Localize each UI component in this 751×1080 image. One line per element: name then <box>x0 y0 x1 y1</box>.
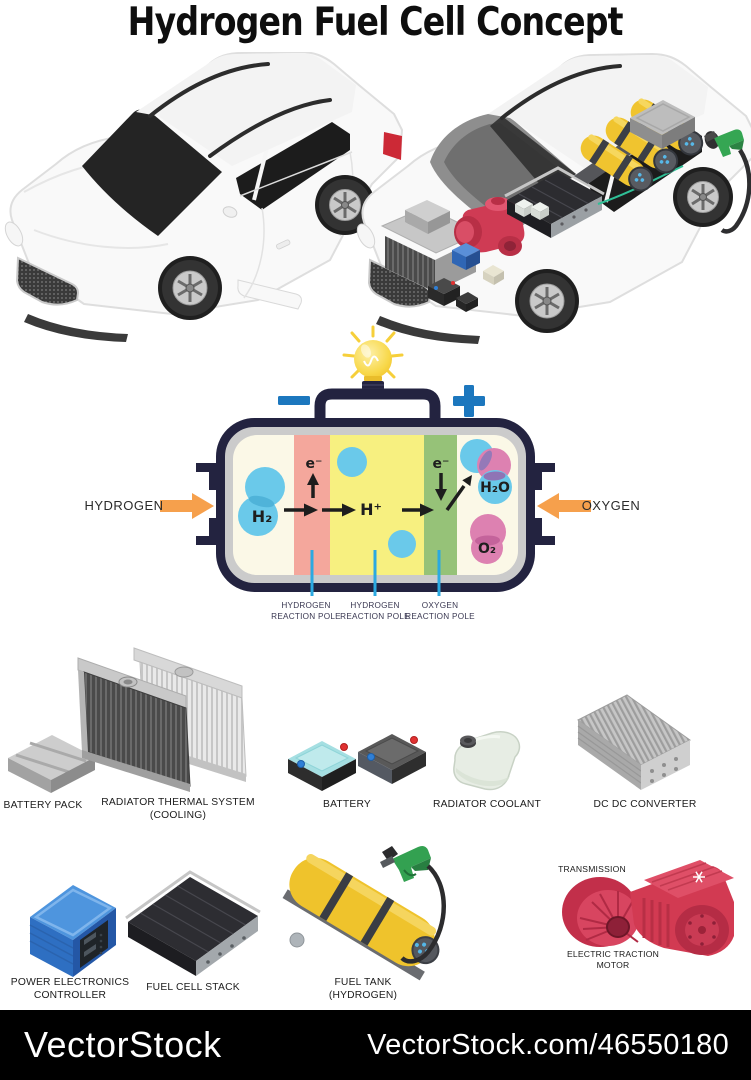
label-battery: BATTERY <box>323 799 371 810</box>
cutaway-battery-pack-box <box>630 100 695 149</box>
rear-wheel-icon <box>315 175 375 235</box>
cutaway-gray-box <box>405 200 450 234</box>
svg-text:O₂: O₂ <box>478 541 496 557</box>
oxygen-inlet-arrow-icon <box>537 493 591 519</box>
refuel-nozzle-icon <box>704 129 751 234</box>
front-wheel-icon <box>515 269 579 333</box>
label-fuel-cell-stack: FUEL CELL STACK <box>146 982 240 993</box>
hydrogen-inlet-arrow-icon <box>160 493 214 519</box>
car-grille-icon <box>15 256 80 306</box>
label-power-electronics-controller: POWER ELECTRONICS CONTROLLER <box>10 977 130 1001</box>
light-bulb-icon <box>342 325 404 398</box>
fuel-cell-diagram: HYDROGEN OXYGEN H₂ H₂O O₂ e⁻ <box>84 325 641 596</box>
side-mirror-icon <box>222 206 238 218</box>
cutaway-beige-box <box>483 265 504 285</box>
cutaway-battery-small <box>428 278 478 312</box>
radiator-thermal-system-icon <box>77 647 247 792</box>
car-roof <box>488 55 708 168</box>
fuel-tank-icon <box>282 846 446 981</box>
minus-terminal-icon <box>278 396 310 405</box>
h2-molecule: H₂ <box>238 467 285 536</box>
label-radiator-thermal-system: RADIATOR THERMAL SYSTEM (COOLING) <box>101 797 255 821</box>
h2o-molecule: H₂O <box>460 439 512 504</box>
pole-label-hydrogen-1: HYDROGEN REACTION POLE <box>271 601 341 622</box>
svg-text:H₂O: H₂O <box>480 480 510 496</box>
component-icons <box>8 647 734 981</box>
headlight-icon <box>356 223 376 249</box>
cars-illustration <box>4 52 751 344</box>
hydrogen-inlet-label: HYDROGEN <box>84 498 163 513</box>
car-cutaway-illustration <box>356 53 751 344</box>
outlet-pipe <box>533 463 555 545</box>
label-transmission: TRANSMISSION <box>558 864 626 874</box>
inlet-pipe <box>196 463 218 545</box>
watermark-brand: VectorStock <box>24 1024 222 1065</box>
o2-molecule: O₂ <box>470 514 506 564</box>
electron-flow-right: e⁻ <box>433 456 472 512</box>
proton-label: H⁺ <box>360 500 382 519</box>
snowflake-icon <box>693 871 705 883</box>
label-radiator-coolant: RADIATOR COOLANT <box>432 799 542 810</box>
car-side-windows <box>236 122 353 210</box>
pole-label-oxygen: OXYGEN REACTION POLE <box>405 601 475 622</box>
page-title: Hydrogen Fuel Cell Concept <box>0 0 751 46</box>
bumper-intake <box>376 316 480 344</box>
car-windshield <box>82 109 222 236</box>
power-electronics-controller-icon <box>29 885 116 977</box>
rear-wheel-icon <box>673 167 733 227</box>
svg-text:e⁻: e⁻ <box>433 456 450 472</box>
label-fuel-tank: FUEL TANK (HYDROGEN) <box>328 977 398 1001</box>
headlight-icon <box>237 279 302 310</box>
circuit-handle <box>314 388 441 421</box>
electron-flow-left: e⁻ <box>306 456 323 498</box>
pole-label-hydrogen-2: HYDROGEN REACTION POLE <box>340 601 410 622</box>
front-wheel-icon <box>158 256 222 320</box>
battery-pack-icon <box>8 735 95 793</box>
roof-rail-icon <box>148 62 270 118</box>
page-title-text: Hydrogen Fuel Cell Concept <box>128 0 624 45</box>
bumper-intake <box>24 314 128 342</box>
roof-rail-icon <box>208 98 332 158</box>
dc-dc-converter-icon <box>577 694 691 790</box>
pole-pointer-lines <box>310 550 441 596</box>
car-roof <box>136 53 356 166</box>
radiator-coolant-icon <box>453 731 521 791</box>
fuel-cell-stack-icon <box>125 870 261 976</box>
label-dc-dc-converter: DC DC CONVERTER <box>593 799 697 810</box>
electrolyte-molecule <box>388 530 416 558</box>
plus-terminal-icon <box>453 385 485 417</box>
fuel-nozzle-icon <box>380 846 446 964</box>
watermark-bar: VectorStock VectorStock.com/46550180 <box>0 1010 751 1080</box>
reaction-flow-arrows <box>284 503 434 517</box>
battery-icon <box>288 734 426 791</box>
car-exterior-illustration <box>4 52 403 342</box>
oxygen-outlet-label: OXYGEN <box>582 498 641 513</box>
label-electric-traction-motor: ELECTRIC TRACTION MOTOR <box>566 949 660 971</box>
electrolyte-molecule <box>337 447 367 477</box>
taillight-icon <box>383 132 402 160</box>
headlight-icon <box>4 221 24 247</box>
watermark-listing: VectorStock.com/46550180 <box>367 1029 729 1061</box>
label-battery-pack: BATTERY PACK <box>3 800 83 811</box>
cutaway-blue-box <box>452 243 480 270</box>
cutaway-small-cubes <box>515 199 549 220</box>
electric-traction-motor-icon <box>562 860 734 956</box>
svg-text:H₂: H₂ <box>252 507 272 526</box>
svg-text:e⁻: e⁻ <box>306 456 323 472</box>
